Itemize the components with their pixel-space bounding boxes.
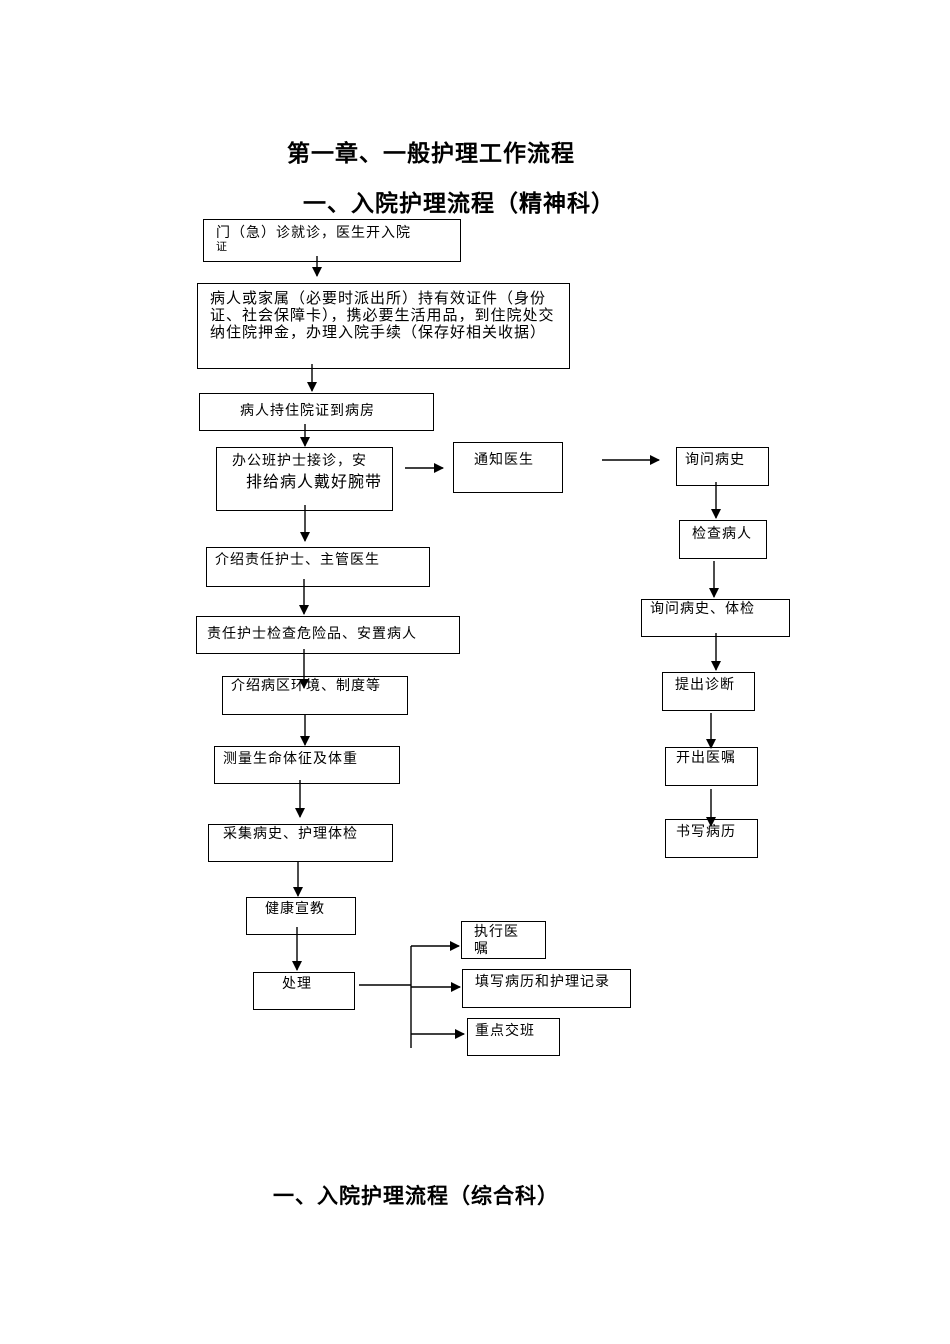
flow-step-handling: 处理 [253, 972, 355, 1010]
flow-step-check-dangerous: 责任护士检查危险品、安置病人 [196, 616, 460, 654]
flow-step-text-overflow: 证 [216, 240, 228, 253]
flow-step-text: 开出医嘱 [676, 750, 736, 766]
flow-step-text: 提出诊断 [675, 677, 735, 693]
flow-step-text: 健康宣教 [265, 901, 325, 917]
flow-step-text: 执行医嘱 [474, 924, 519, 957]
flow-step-text: 门（急）诊就诊，医生开入院 [216, 225, 411, 241]
flow-step-text: 病人持住院证到病房 [240, 403, 375, 419]
flow-step-examine-patient: 检查病人 [679, 520, 767, 559]
flow-step-text: 询问病史 [685, 452, 745, 468]
chapter-title: 第一章、一般护理工作流程 [287, 140, 575, 167]
flow-step-text: 介绍病区环境、制度等 [231, 678, 381, 694]
section-title-psychiatry: 一、入院护理流程（精神科） [303, 190, 615, 217]
flow-step-introduce-environment: 介绍病区环境、制度等 [222, 676, 408, 715]
flow-step-text: 测量生命体征及体重 [223, 751, 358, 767]
flow-step-notify-doctor: 通知医生 [453, 442, 563, 493]
flow-step-text: 责任护士检查危险品、安置病人 [207, 626, 417, 642]
flow-step-orders: 开出医嘱 [665, 747, 758, 786]
flow-step-text: 处理 [282, 976, 312, 992]
flow-step-text: 病人或家属（必要时派出所）持有效证件（身份证、社会保障卡），携必要生活用品，到住… [210, 289, 555, 341]
flow-step-fill-records: 填写病历和护理记录 [462, 969, 631, 1008]
flow-step-text: 询问病史、体检 [650, 601, 755, 617]
flow-step-to-ward: 病人持住院证到病房 [199, 393, 434, 431]
flow-step-key-handover: 重点交班 [467, 1018, 560, 1056]
flow-step-text: 填写病历和护理记录 [475, 974, 610, 990]
flow-step-text: 办公班护士接诊，安 [232, 453, 367, 469]
flow-step-collect-history: 采集病史、护理体检 [208, 824, 393, 862]
flow-step-text: 采集病史、护理体检 [223, 826, 358, 842]
flow-step-diagnosis: 提出诊断 [662, 672, 755, 711]
flow-step-office-nurse: 办公班护士接诊，安 排给病人戴好腕带 [216, 447, 393, 511]
flow-step-introduce-staff: 介绍责任护士、主管医生 [206, 547, 430, 587]
section-title-general: 一、入院护理流程（综合科） [273, 1183, 559, 1208]
flow-step-text: 重点交班 [475, 1023, 535, 1039]
flow-step-health-education: 健康宣教 [246, 897, 356, 935]
flow-step-admission-procedures: 病人或家属（必要时派出所）持有效证件（身份证、社会保障卡），携必要生活用品，到住… [197, 283, 570, 369]
flow-step-medical-record: 书写病历 [665, 819, 758, 858]
flow-step-text: 通知医生 [474, 452, 534, 468]
flow-step-text: 书写病历 [676, 824, 736, 840]
flow-step-text: 检查病人 [692, 526, 752, 542]
flow-step-execute-orders: 执行医嘱 [461, 921, 546, 959]
flow-step-text: 介绍责任护士、主管医生 [215, 552, 380, 568]
flow-step-outpatient: 门（急）诊就诊，医生开入院 证 [203, 219, 461, 262]
flow-step-vital-signs: 测量生命体征及体重 [214, 746, 400, 784]
flow-step-text-line2: 排给病人戴好腕带 [246, 472, 383, 491]
flow-step-ask-history: 询问病史 [676, 447, 769, 486]
flow-step-history-exam: 询问病史、体检 [641, 599, 790, 637]
